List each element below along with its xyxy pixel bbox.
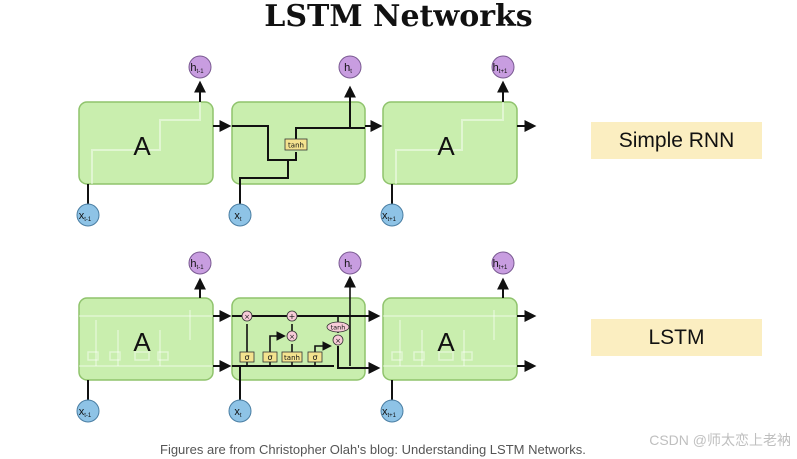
lstm-x-node-0: xt-1 bbox=[76, 399, 100, 423]
lstm-hidden-out bbox=[337, 346, 381, 374]
lstm-op-input-mult: × bbox=[286, 330, 298, 342]
lstm-gate-candidate-label: tanh bbox=[284, 354, 300, 362]
svg-text:ht-1: ht-1 bbox=[190, 62, 204, 75]
lstm-h-node-0: ht-1 bbox=[188, 251, 212, 275]
rnn-x-node-1: xt bbox=[228, 203, 252, 227]
svg-text:xt-1: xt-1 bbox=[79, 210, 92, 223]
rnn-cell-left bbox=[78, 101, 214, 185]
svg-text:xt: xt bbox=[234, 210, 242, 223]
rnn-h-node-1: ht bbox=[338, 55, 362, 79]
svg-text:ht: ht bbox=[344, 258, 352, 271]
page-title: LSTM Networks bbox=[264, 0, 533, 34]
rnn-tanh-label: tanh bbox=[288, 142, 304, 150]
rnn-input-path bbox=[239, 159, 296, 205]
lstm-op-output-mult: × bbox=[332, 334, 344, 346]
rnn-cell-left-letter: A bbox=[133, 131, 151, 161]
simple-rnn-label: Simple RNN bbox=[591, 122, 762, 159]
svg-text:×: × bbox=[244, 313, 250, 321]
rnn-x-node-2: xt+1 bbox=[380, 203, 404, 227]
svg-text:xt+1: xt+1 bbox=[382, 406, 397, 419]
lstm-label: LSTM bbox=[591, 319, 762, 356]
rnn-tanh-gate bbox=[284, 138, 308, 151]
rnn-row: A A tanh ht-1 ht ht+1 bbox=[76, 55, 537, 227]
svg-text:xt-1: xt-1 bbox=[79, 406, 92, 419]
lstm-cell-right-letter: A bbox=[437, 327, 455, 357]
svg-text:ht: ht bbox=[344, 62, 352, 75]
lstm-x-node-2: xt+1 bbox=[380, 399, 404, 423]
rnn-cell-right-letter: A bbox=[437, 131, 455, 161]
svg-text:×: × bbox=[289, 333, 295, 341]
svg-text:×: × bbox=[335, 337, 341, 345]
rnn-x-node-0: xt-1 bbox=[76, 203, 100, 227]
rnn-state-path bbox=[232, 125, 297, 161]
figure-caption: Figures are from Christopher Olah's blog… bbox=[160, 442, 586, 457]
svg-text:ht+1: ht+1 bbox=[493, 62, 508, 75]
lstm-h-node-1: ht bbox=[338, 251, 362, 275]
lstm-op-add: + bbox=[286, 310, 298, 322]
lstm-op-forget-mult: × bbox=[241, 310, 253, 322]
svg-text:tanh: tanh bbox=[331, 324, 346, 332]
lstm-gate-forget-label: σ bbox=[244, 353, 249, 362]
watermark: CSDN @师太恋上老衲 bbox=[649, 432, 791, 448]
rnn-cell-right bbox=[382, 101, 518, 185]
lstm-gate-output bbox=[307, 351, 323, 363]
svg-text:ht+1: ht+1 bbox=[493, 258, 508, 271]
lstm-cell-left bbox=[78, 297, 214, 381]
svg-text:xt+1: xt+1 bbox=[382, 210, 397, 223]
lstm-cell-left-letter: A bbox=[133, 327, 151, 357]
svg-text:ht-1: ht-1 bbox=[190, 258, 204, 271]
lstm-cell-tanh: tanh bbox=[326, 321, 350, 333]
rnn-h-node-0: ht-1 bbox=[188, 55, 212, 79]
rnn-h-node-2: ht+1 bbox=[491, 55, 515, 79]
lstm-x-node-1: xt bbox=[228, 399, 252, 423]
lstm-gate-input bbox=[262, 351, 278, 363]
lstm-row: A A σ σ tanh σ bbox=[76, 251, 537, 423]
lstm-gate-input-label: σ bbox=[267, 353, 272, 362]
lstm-gate-forget bbox=[239, 351, 255, 363]
svg-text:xt: xt bbox=[234, 406, 242, 419]
svg-text:+: + bbox=[289, 312, 296, 321]
lstm-gate-output-label: σ bbox=[312, 353, 317, 362]
lstm-cell-right bbox=[382, 297, 518, 381]
lstm-h-node-2: ht+1 bbox=[491, 251, 515, 275]
lstm-gate-candidate bbox=[281, 351, 303, 363]
rnn-output-path bbox=[295, 85, 356, 140]
